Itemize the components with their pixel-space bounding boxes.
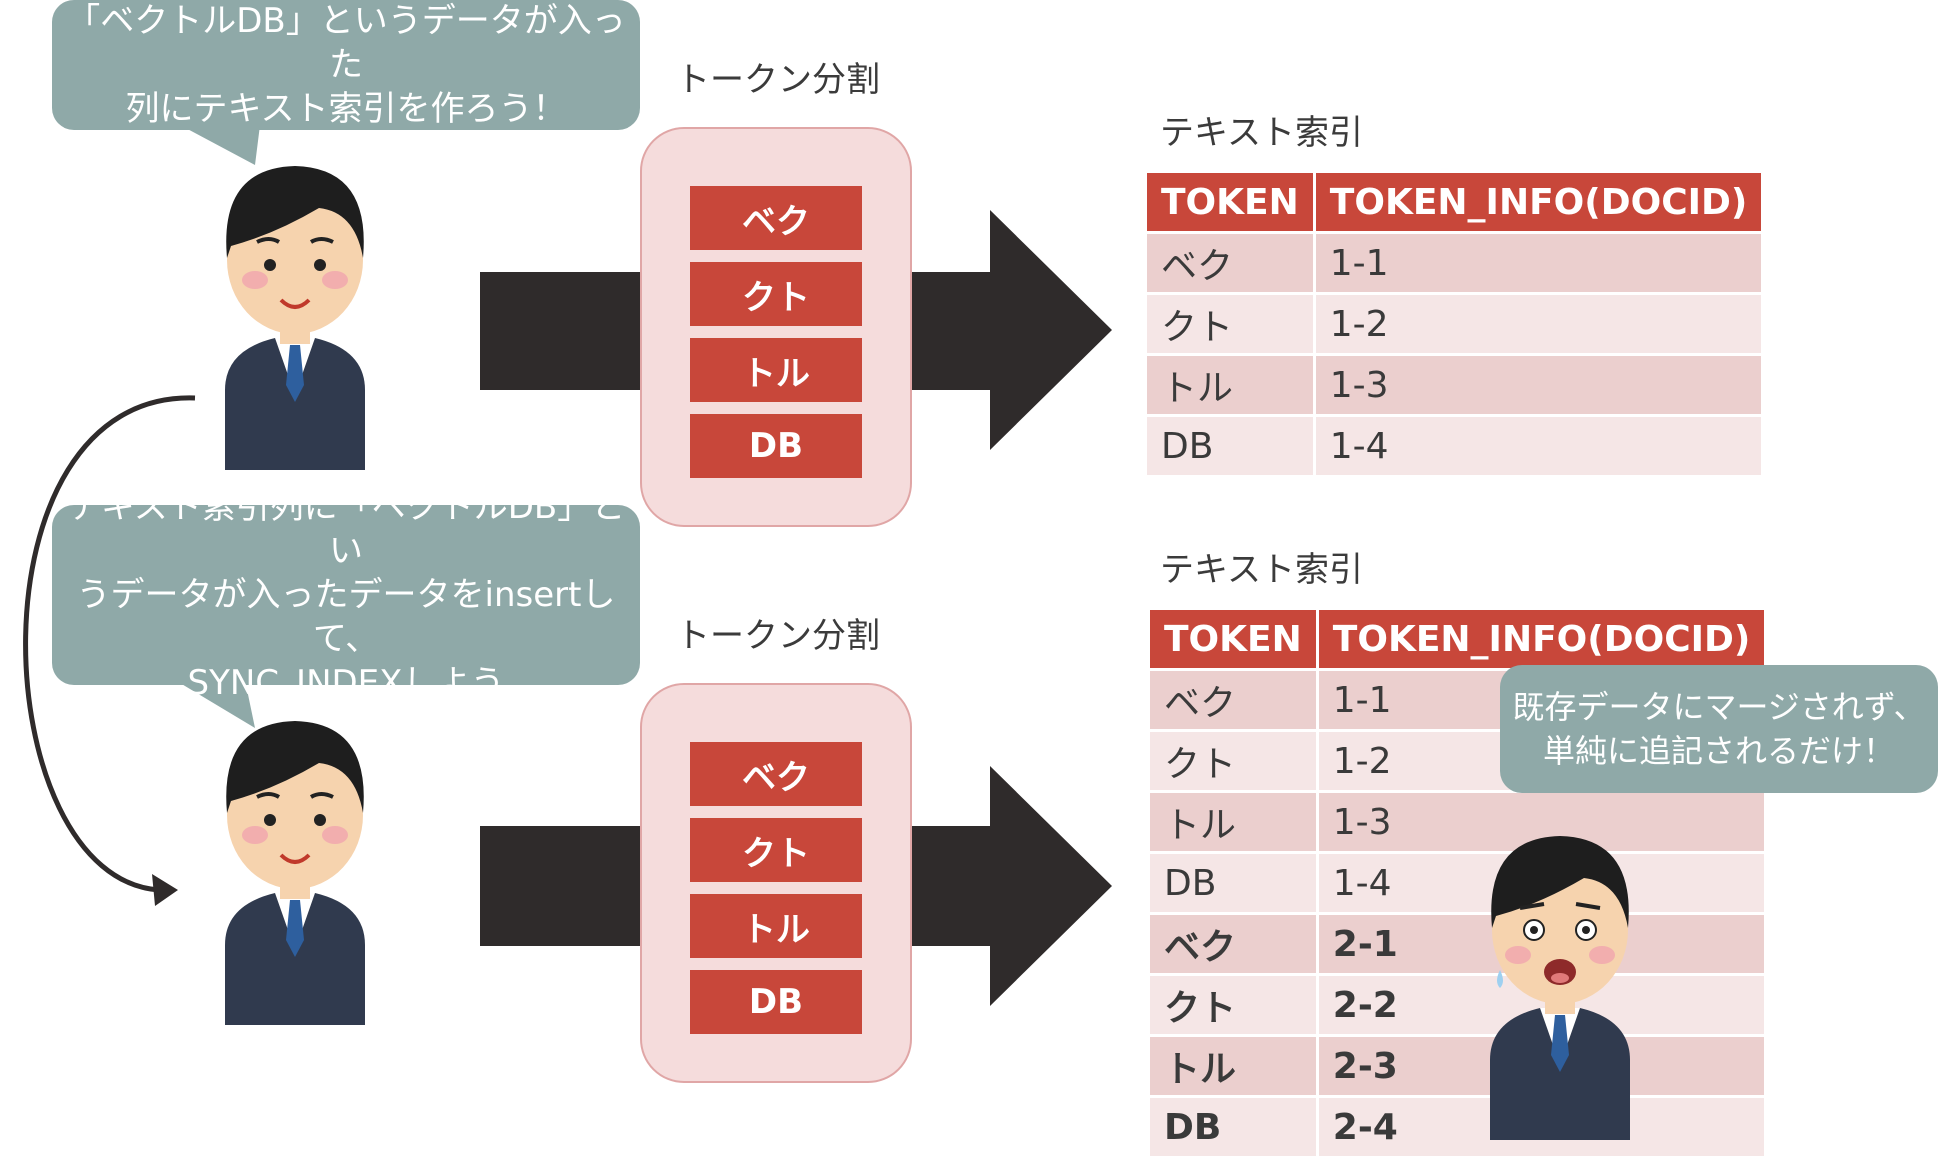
speech-bubble-middle: テキスト索引列に「ベクトルDB」とい うデータが入ったデータをinsertして、… xyxy=(52,487,640,703)
token-cell: トル xyxy=(1150,1034,1319,1097)
token-split-panel-bottom: ベク クト トル DB xyxy=(640,683,912,1083)
token-chip: DB xyxy=(690,970,862,1034)
bubble-text: SYNC_INDEXしよう xyxy=(187,663,505,703)
token-cell: DB xyxy=(1147,414,1316,475)
curved-flow-arrowhead xyxy=(152,874,178,906)
token-chip: トル xyxy=(690,894,862,958)
token-cell: ベク xyxy=(1150,668,1319,731)
token-chip: トル xyxy=(690,338,862,402)
column-header-token: TOKEN xyxy=(1150,610,1319,670)
bubble-text: 「ベクトルDB」というデータが入った xyxy=(66,1,626,85)
token-cell: クト xyxy=(1150,973,1319,1036)
token-cell: DB xyxy=(1150,851,1319,914)
token-chip: クト xyxy=(690,262,862,326)
token-chip: DB xyxy=(690,414,862,478)
token-cell: トル xyxy=(1150,790,1319,853)
docid-cell: 1-4 xyxy=(1314,414,1765,475)
column-header-token-info: TOKEN_INFO(DOCID) xyxy=(1317,610,1768,670)
bubble-text: 単純に追記されるだけ！ xyxy=(1542,732,1895,770)
bubble-tail-top xyxy=(180,125,260,165)
person-illustration-middle xyxy=(225,721,365,1025)
token-cell: トル xyxy=(1147,353,1316,416)
token-split-label-top: トークン分割 xyxy=(676,60,880,100)
token-split-label-bottom: トークン分割 xyxy=(676,616,880,656)
bubble-text: 列にテキスト索引を作ろう！ xyxy=(125,89,567,129)
bubble-text: 既存データにマージされず、 xyxy=(1512,688,1926,726)
docid-cell: 1-2 xyxy=(1314,292,1765,355)
token-cell: ベク xyxy=(1147,231,1316,294)
index-table-title-top: テキスト索引 xyxy=(1160,113,1363,153)
token-chip: クト xyxy=(690,818,862,882)
index-table-title-bottom: テキスト索引 xyxy=(1160,550,1363,590)
speech-bubble-top: 「ベクトルDB」というデータが入った 列にテキスト索引を作ろう！ xyxy=(52,0,640,130)
docid-cell: 1-1 xyxy=(1314,231,1765,294)
token-chip: ベク xyxy=(690,742,862,806)
bubble-text: テキスト索引列に「ベクトルDB」とい xyxy=(66,487,626,571)
curved-flow-arrow xyxy=(23,395,196,893)
bubble-text: うデータが入ったデータをinsertして、 xyxy=(76,575,616,659)
token-cell: ベク xyxy=(1150,912,1319,975)
speech-bubble-right: 既存データにマージされず、 単純に追記されるだけ！ xyxy=(1500,665,1938,793)
token-cell: DB xyxy=(1150,1095,1319,1156)
docid-cell: 1-3 xyxy=(1314,353,1765,416)
surprised-person-illustration xyxy=(1490,836,1630,1140)
token-cell: クト xyxy=(1150,729,1319,792)
token-cell: クト xyxy=(1147,292,1316,355)
token-chip: ベク xyxy=(690,186,862,250)
person-illustration-top xyxy=(225,166,365,470)
token-split-panel-top: ベク クト トル DB xyxy=(640,127,912,527)
column-header-token: TOKEN xyxy=(1147,173,1316,233)
column-header-token-info: TOKEN_INFO(DOCID) xyxy=(1314,173,1765,233)
bubble-tail-middle xyxy=(175,680,255,728)
